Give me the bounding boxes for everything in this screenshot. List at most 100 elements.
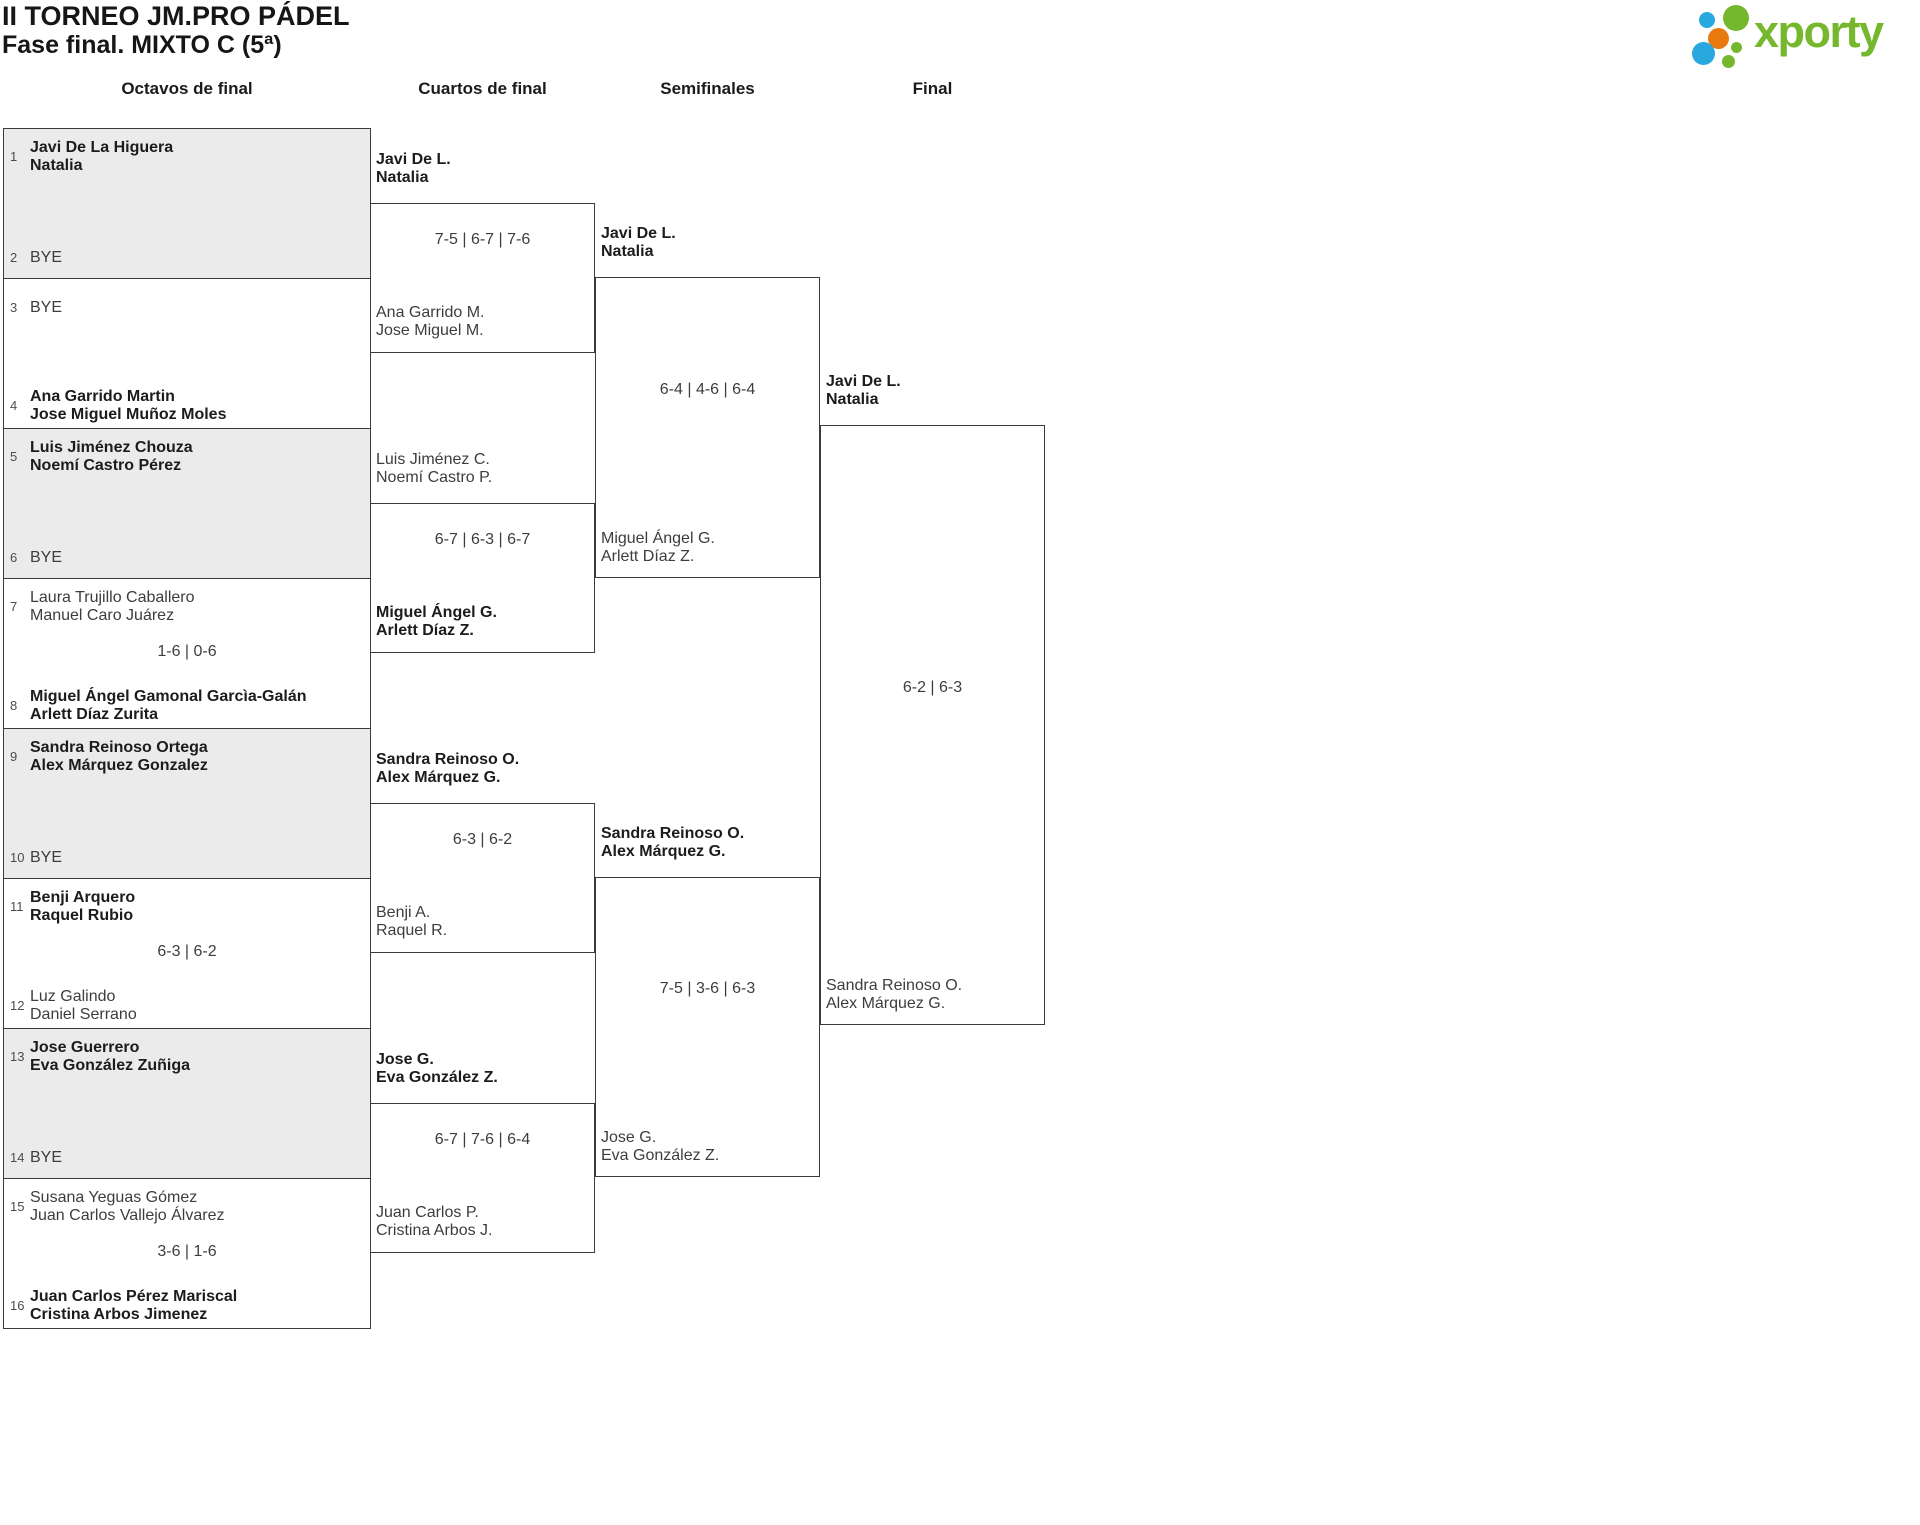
seed-number: 16 [10, 1298, 25, 1313]
qf3-score: 6-3 | 6-2 [452, 831, 513, 848]
seed-number: 15 [10, 1199, 25, 1214]
team-name: Alex Márquez G. [376, 769, 501, 786]
seed-number: 12 [10, 998, 25, 1013]
team-name: BYE [30, 849, 63, 866]
seed-number: 2 [10, 250, 18, 265]
team-name: Javi De L. [376, 151, 451, 168]
team-name: Eva González Zuñiga [30, 1057, 191, 1074]
logo-dot-green-tiny [1731, 42, 1742, 53]
team-slot: 6 BYE [10, 549, 364, 567]
team-name: Raquel R. [376, 922, 448, 939]
seed-number: 3 [10, 300, 18, 315]
seed-number: 14 [10, 1150, 25, 1165]
round-header-octavos: Octavos de final [121, 79, 253, 98]
team-name: Laura Trujillo Caballero [30, 589, 195, 606]
team-name: Luis Jiménez Chouza [30, 439, 193, 456]
seed-number: 5 [10, 449, 18, 464]
qf-match-1-box [370, 203, 595, 353]
qf2-team-bottom: Miguel Ángel G.Arlett Díaz Z. [376, 604, 591, 640]
team-name: Jose G. [601, 1129, 657, 1146]
phase-subtitle: Fase final. MIXTO C (5ª) [2, 31, 282, 59]
logo-dot-green-small [1722, 55, 1735, 68]
sf2-team-bottom: Jose G.Eva González Z. [601, 1129, 816, 1165]
seed-number: 9 [10, 749, 18, 764]
team-name: Jose Miguel M. [376, 322, 484, 339]
seed-number: 11 [10, 899, 24, 914]
team-name: Jose Miguel Muñoz Moles [30, 406, 227, 423]
logo-dot-blue-large [1692, 42, 1715, 65]
team-name: Benji A. [376, 904, 431, 921]
team-name: Alex Márquez G. [826, 995, 946, 1012]
team-name: Natalia [601, 243, 654, 260]
team-name: BYE [30, 1149, 63, 1166]
team-name: Benji Arquero [30, 889, 136, 906]
team-name: Sandra Reinoso O. [601, 825, 745, 842]
team-name: Ana Garrido Martin [30, 388, 175, 405]
match-score: 3-6 | 1-6 [157, 1243, 217, 1260]
xporty-logo[interactable]: xporty [1692, 4, 1912, 68]
sf-match-1-box [595, 277, 820, 578]
seed-number: 10 [10, 850, 25, 865]
final-score: 6-2 | 6-3 [902, 679, 963, 696]
team-name: Javi De L. [601, 225, 676, 242]
qf1-team-bottom: Ana Garrido M.Jose Miguel M. [376, 304, 591, 340]
team-name: Sandra Reinoso O. [826, 977, 963, 994]
team-name: Sandra Reinoso O. [376, 751, 520, 768]
sf1-team-top: Javi De L.Natalia [601, 225, 816, 261]
qf4-team-top: Jose G.Eva González Z. [376, 1051, 591, 1087]
sf2-team-top: Sandra Reinoso O.Alex Márquez G. [601, 825, 816, 861]
round-header-semifinales: Semifinales [660, 79, 755, 98]
logo-wordmark: xporty [1754, 6, 1884, 57]
team-name: Arlett Díaz Z. [376, 622, 474, 639]
qf4-team-bottom: Juan Carlos P.Cristina Arbos J. [376, 1204, 591, 1240]
team-name: Natalia [826, 391, 879, 408]
team-name: BYE [30, 299, 63, 316]
team-slot: 10 BYE [10, 849, 364, 867]
team-slot: 14 BYE [10, 1149, 364, 1167]
round-header-final: Final [912, 79, 953, 98]
team-name: Natalia [376, 169, 429, 186]
final-team-top: Javi De L.Natalia [826, 373, 1041, 409]
team-name: Jose G. [376, 1051, 434, 1068]
tournament-title: II TORNEO JM.PRO PÁDEL [2, 1, 350, 31]
team-name: Miguel Ángel G. [376, 604, 497, 621]
team-name: Juan Carlos Vallejo Álvarez [30, 1207, 225, 1224]
logo-dot-blue-small [1699, 12, 1715, 28]
final-match-box [820, 425, 1045, 1025]
team-name: BYE [30, 549, 63, 566]
qf-match-2-box [370, 503, 595, 653]
team-name: Juan Carlos P. [376, 1204, 479, 1221]
team-name: Eva González Z. [601, 1147, 720, 1164]
logo-dot-orange [1708, 28, 1729, 49]
seed-number: 1 [10, 149, 18, 164]
sf1-score: 6-4 | 4-6 | 6-4 [659, 381, 756, 398]
team-name: Eva González Z. [376, 1069, 498, 1086]
team-name: Javi De La Higuera [30, 139, 174, 156]
seed-number: 7 [10, 599, 18, 614]
team-slot: 2 BYE [10, 249, 364, 267]
team-name: Arlett Díaz Z. [601, 548, 695, 565]
team-name: Alex Márquez Gonzalez [30, 757, 208, 774]
seed-number: 8 [10, 698, 18, 713]
team-name: Juan Carlos Pérez Mariscal [30, 1288, 238, 1305]
team-name: Sandra Reinoso Ortega [30, 739, 208, 756]
match-score: 1-6 | 0-6 [157, 643, 217, 660]
team-name: Miguel Ángel Gamonal Garcìa-Galán [30, 688, 307, 705]
seed-number: 13 [10, 1049, 25, 1064]
team-name: Ana Garrido M. [376, 304, 485, 321]
round-header-cuartos: Cuartos de final [418, 79, 547, 98]
team-name: Raquel Rubio [30, 907, 134, 924]
team-name: Susana Yeguas Gómez [30, 1189, 198, 1206]
